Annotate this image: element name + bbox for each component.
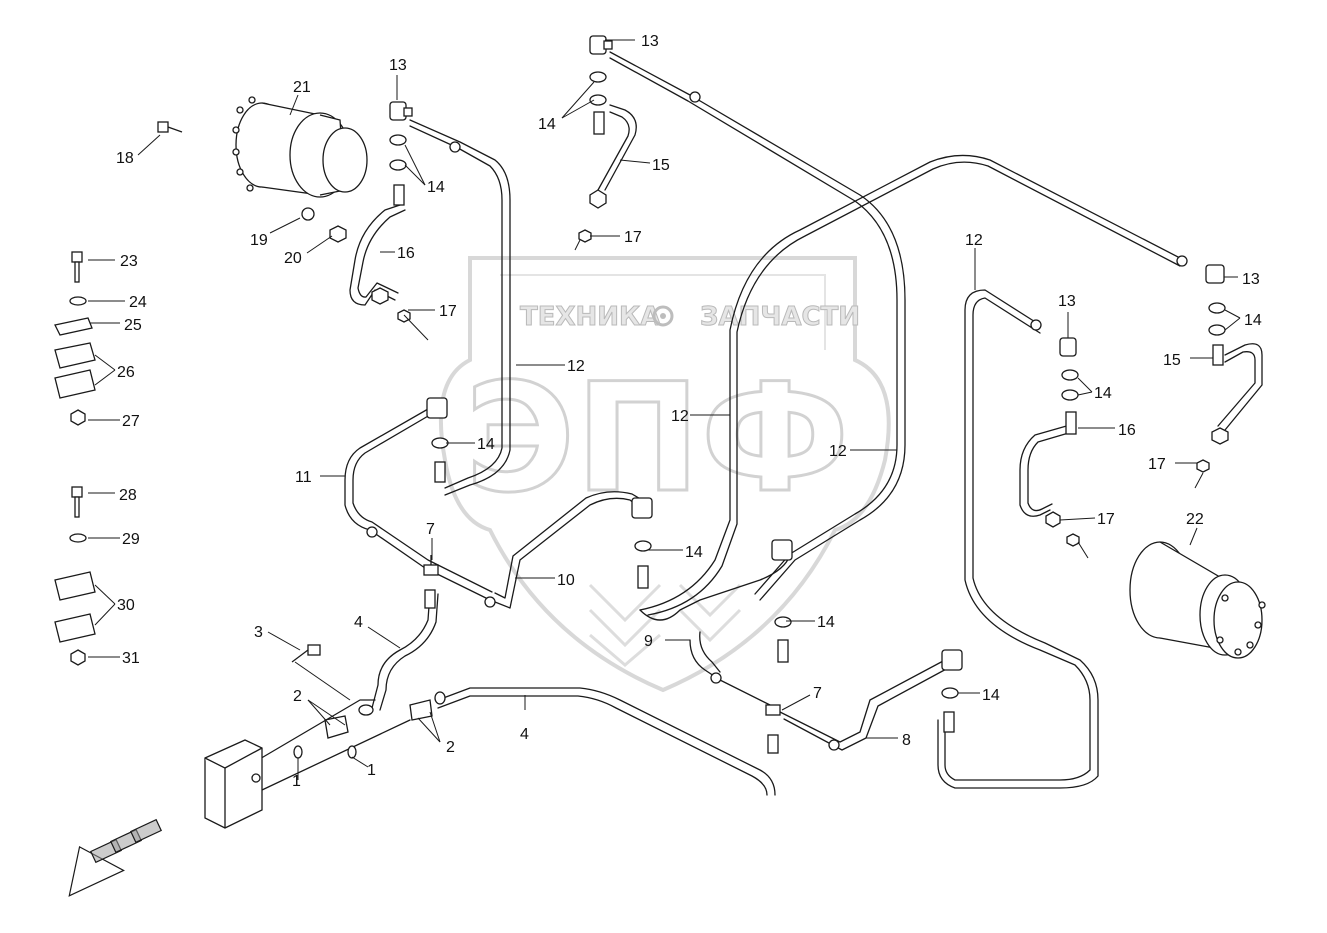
callout-14: 14 [1094,385,1112,402]
pipe-15-right [1217,343,1263,431]
callout-10: 10 [557,572,575,589]
callout-15: 15 [1163,352,1181,369]
pipe-15-top [597,104,637,191]
fitting-13-mid [1059,337,1077,357]
callout-12: 12 [671,408,689,425]
callout-12: 12 [829,443,847,460]
callout-25: 25 [124,317,142,334]
callout-labels: 1 1 2 2 3 4 4 7 7 8 9 10 11 12 12 12 12 … [116,33,1262,790]
callout-4: 4 [520,726,529,743]
callout-13: 13 [389,57,407,74]
tee-fitting-7-right [765,704,781,716]
pipe-lines [257,51,1263,796]
watermark-text-right: ЗАПЧАСТИ [700,302,860,332]
callout-31: 31 [122,650,140,667]
tee-fitting-7-left [423,555,439,576]
callout-18: 18 [116,150,134,167]
callout-12: 12 [567,358,585,375]
callout-3: 3 [254,624,263,641]
callout-17: 17 [624,229,642,246]
washer-icon [69,71,1226,699]
callout-26: 26 [117,364,135,381]
callout-14: 14 [685,544,703,561]
callout-24: 24 [129,294,147,311]
fitting-big-11 [426,397,448,419]
components [54,35,1266,829]
callout-23: 23 [120,253,138,270]
watermark: ТЕХНИКА ЗАПЧАСТИ ЭПФ [438,256,891,693]
callout-15: 15 [652,157,670,174]
pipe-12-long [609,51,906,601]
fitting-13-right [1205,264,1225,284]
pipe-11 [344,404,493,601]
fitting-big-8 [941,649,963,671]
callout-19: 19 [250,232,268,249]
callout-20: 20 [284,250,302,267]
callout-28: 28 [119,487,137,504]
hydraulic-motor-icon [232,96,368,198]
callout-13: 13 [1058,293,1076,310]
valve-block-icon [204,739,263,829]
fitting-13-top [589,35,613,55]
callout-2: 2 [446,739,455,756]
callout-7: 7 [426,521,435,538]
callout-17: 17 [1097,511,1115,528]
callout-11: 11 [295,469,312,486]
pipe-12-left [409,119,511,496]
pipe-10 [489,491,643,609]
callout-1: 1 [292,773,301,790]
hydraulic-motor-icon [1129,541,1266,659]
callout-9: 9 [644,633,653,650]
callout-14: 14 [427,179,445,196]
fitting-big-9 [771,539,793,561]
pressure-lines [257,699,411,791]
fitting-13-left [389,101,413,121]
nut-icon [70,91,1229,751]
callout-1: 1 [367,762,376,779]
callout-30: 30 [117,597,135,614]
watermark-text-big: ЭПФ [465,352,849,526]
callout-14: 14 [538,116,556,133]
hose-4-right [437,687,776,796]
direction-arrow-icon [68,818,163,897]
callout-14: 14 [477,436,495,453]
pipe-8 [779,659,951,751]
callout-13: 13 [641,33,659,50]
callout-14: 14 [817,614,835,631]
callout-13: 13 [1242,271,1260,288]
pipe-9 [639,554,791,706]
gear-icon [652,305,674,327]
callout-2: 2 [293,688,302,705]
callout-7: 7 [813,685,822,702]
wheat-icon [588,583,742,667]
pipe-16-right [1019,424,1073,517]
seal-ring-icon [293,691,446,759]
leader-lines [88,39,1241,780]
callout-14: 14 [982,687,1000,704]
callout-12: 12 [965,232,983,249]
callout-16: 16 [397,245,415,262]
pipe-16-left [349,204,406,306]
callout-16: 16 [1118,422,1136,439]
callout-29: 29 [122,531,140,548]
callout-8: 8 [902,732,911,749]
adaptor-fittings [393,111,1224,754]
callout-14: 14 [1244,312,1262,329]
callout-17: 17 [439,303,457,320]
callout-27: 27 [122,413,140,430]
hose-4-left [371,591,439,711]
callout-4: 4 [354,614,363,631]
callout-17: 17 [1148,456,1166,473]
watermark-shield-icon [438,256,891,693]
pipe-12-arc [639,154,1181,616]
callout-22: 22 [1186,511,1204,528]
watermark-text-left: ТЕХНИКА [520,302,660,332]
pipe-clamp-icon [54,317,433,739]
fitting-big-10 [631,497,653,519]
bolt-icon [71,121,321,663]
pipe-12-right [937,289,1099,789]
callout-21: 21 [293,79,311,96]
